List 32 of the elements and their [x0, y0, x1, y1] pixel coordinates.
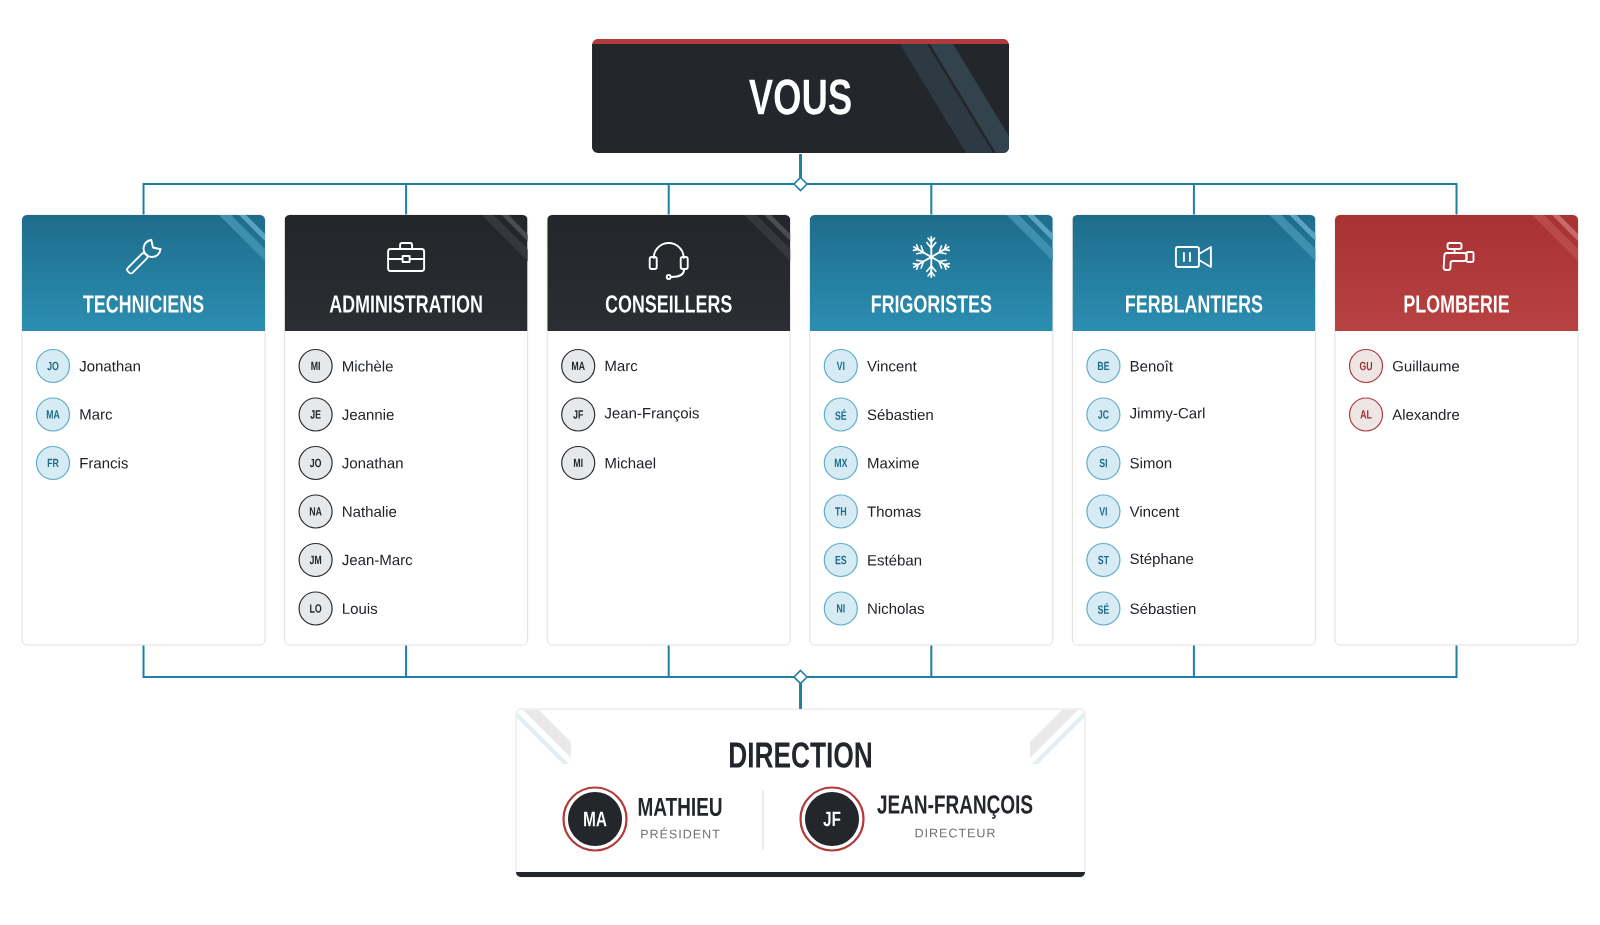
member-name: Jean-François: [604, 407, 699, 422]
connector-line: [799, 644, 1458, 710]
person-name: JEAN-FRANÇOIS: [877, 795, 1033, 819]
member-name: Stéphane: [1130, 552, 1194, 568]
member-name: Simon: [1130, 457, 1172, 469]
member-name: Nicholas: [868, 603, 924, 614]
member-name: Michael: [605, 457, 656, 469]
member-name: Marc: [80, 409, 113, 420]
member-name: Jonathan: [79, 360, 140, 372]
member-name: Estéban: [868, 554, 922, 566]
member-name: Marc: [605, 360, 638, 372]
member-name: Vincent: [867, 360, 917, 372]
role-label: DIRECTEUR: [915, 828, 995, 838]
member-name: Michèle: [343, 360, 393, 372]
member-name: Sébastien: [1130, 602, 1196, 615]
member-name: Jonathan: [342, 457, 403, 469]
member-name: Francis: [80, 457, 128, 469]
connector-line: [799, 153, 1458, 216]
member-name: Louis: [343, 603, 378, 614]
role-label: PRÉSIDENT: [641, 827, 720, 839]
member-name: Jeannie: [342, 409, 394, 420]
member-name: Vincent: [1129, 506, 1180, 517]
person-name: MATHIEU: [638, 797, 722, 817]
member-name: Thomas: [867, 506, 921, 517]
member-name: Guillaume: [1392, 360, 1460, 372]
member-name: Sébastien: [867, 408, 933, 421]
member-name: Jimmy-Carl: [1129, 407, 1205, 422]
member-name: Jean-Marc: [342, 554, 413, 566]
member-name: Nathalie: [343, 506, 397, 517]
member-name: Maxime: [868, 457, 919, 469]
member-name: Alexandre: [1392, 409, 1460, 420]
member-name: Benoît: [1130, 360, 1173, 372]
